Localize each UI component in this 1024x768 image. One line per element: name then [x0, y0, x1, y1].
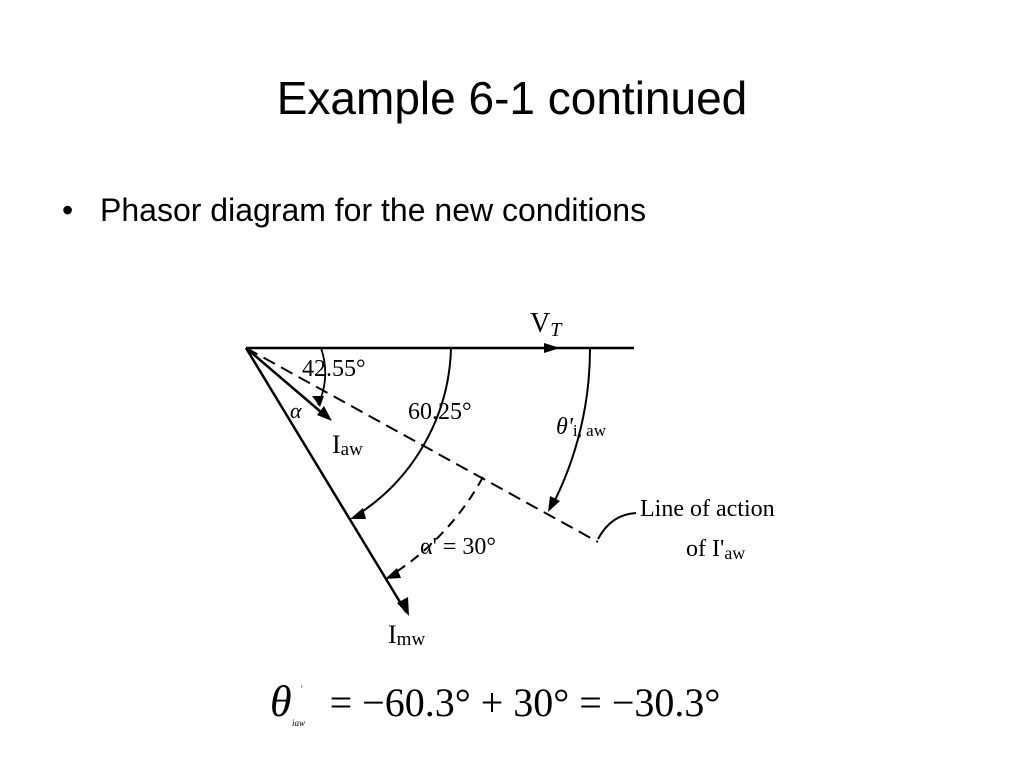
arc-alpha-prime-arrowhead: [385, 568, 401, 579]
alpha-label: α: [290, 398, 302, 423]
angle-42-55-label: 42.55°: [302, 356, 366, 382]
theta-prime-label: θ'i, aw: [556, 414, 607, 440]
iaw-arrowhead: [317, 406, 332, 421]
equation-theta-symbol: θ: [270, 677, 292, 726]
imw-arrowhead: [397, 597, 409, 616]
arc-theta-prime-arrowhead: [548, 496, 560, 512]
line-of-action-dashed: [245, 347, 599, 543]
equation-rhs: = −60.3° + 30° = −30.3°: [329, 680, 721, 725]
bullet-item: • Phasor diagram for the new conditions: [62, 188, 646, 232]
iaw-phasor-line: [245, 347, 329, 419]
arc-42-55-arrowhead: [312, 396, 324, 407]
equation: θ ' iaw = −60.3° + 30° = −30.3°: [270, 672, 720, 738]
line-of-action-leader: [597, 512, 637, 540]
arc-60-25-arrowhead: [350, 508, 366, 519]
arc-theta-prime: [550, 347, 592, 509]
vt-label: VT: [530, 308, 563, 341]
imw-label: Imw: [388, 620, 425, 650]
bullet-text: Phasor diagram for the new conditions: [100, 192, 647, 228]
imw-phasor-line: [244, 347, 408, 613]
equation-prime: ': [301, 684, 303, 694]
line-of-action-label-1: Line of action: [640, 496, 775, 522]
line-of-action-label-2: of I'aw: [686, 536, 745, 563]
arc-60-25: [353, 347, 452, 518]
slide-title: Example 6-1 continued: [276, 72, 748, 124]
angle-60-25-label: 60.25°: [408, 399, 472, 425]
bullet-marker: •: [62, 192, 74, 228]
vt-arrowhead: [544, 343, 560, 353]
equation-subscript: iaw: [292, 718, 306, 728]
iaw-label: Iaw: [332, 430, 363, 460]
alpha-prime-label: α' = 30°: [420, 534, 496, 560]
arc-alpha-prime-dashed: [389, 476, 484, 577]
